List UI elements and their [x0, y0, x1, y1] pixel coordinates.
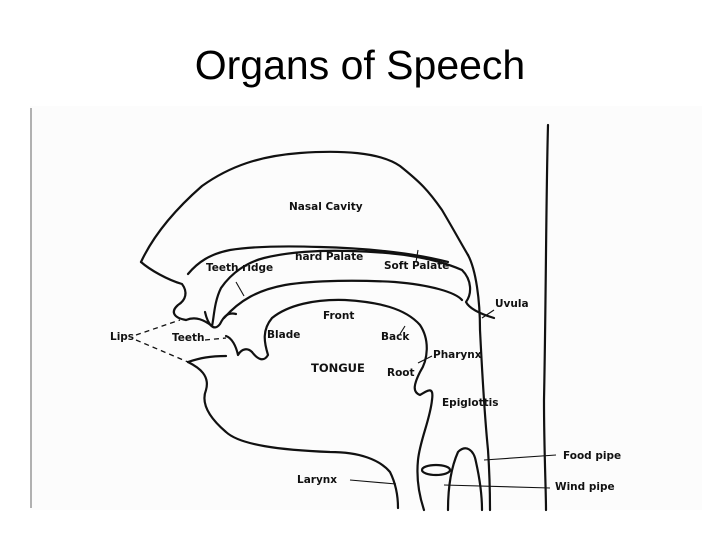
- label-wind-pipe: Wind pipe: [555, 481, 615, 493]
- label-blade: Blade: [267, 329, 300, 341]
- label-back: Back: [381, 331, 410, 343]
- lips-line-upper: [135, 319, 181, 336]
- soft-palate-arrow: [415, 249, 419, 263]
- back-arrow: [399, 325, 406, 335]
- spine-line: [542, 123, 550, 512]
- nasal-cavity-outline: [139, 150, 470, 264]
- pharynx-back-wall: [466, 253, 492, 512]
- lip-lower: [186, 354, 228, 364]
- label-larynx: Larynx: [297, 474, 337, 486]
- label-food-pipe: Food pipe: [563, 450, 621, 462]
- vocal-ring: [420, 463, 452, 477]
- label-teeth-ridge: Teeth ridge: [206, 262, 273, 274]
- label-root: Root: [387, 367, 415, 379]
- nasal-floor: [186, 245, 450, 276]
- label-pharynx: Pharynx: [433, 349, 482, 361]
- food-pipe-pointer: [483, 454, 557, 461]
- uvula-arrow: [481, 309, 495, 319]
- wind-pipe-pointer: [443, 484, 551, 489]
- pharynx-arrow: [417, 355, 433, 364]
- jaw-outline: [186, 360, 400, 510]
- label-nasal-cavity: Nasal Cavity: [289, 201, 363, 213]
- food-pipe-loop: [446, 447, 484, 512]
- scan-background: [30, 106, 702, 510]
- label-teeth: Teeth: [172, 332, 205, 344]
- label-soft-palate: Soft Palate: [384, 260, 449, 272]
- palate-underside: [222, 279, 464, 320]
- teeth-ridge-arrow: [235, 281, 245, 297]
- label-front: Front: [323, 310, 354, 322]
- palate-outline: [184, 249, 496, 328]
- nose-outline: [139, 260, 188, 322]
- throat-front-wall: [416, 398, 434, 512]
- label-lips: Lips: [110, 331, 134, 343]
- label-epiglottis: Epiglottis: [442, 397, 499, 409]
- lips-line-lower: [135, 339, 189, 363]
- larynx-pointer: [349, 479, 397, 485]
- teeth-line: [204, 337, 227, 341]
- label-uvula: Uvula: [495, 298, 529, 310]
- label-tongue: TONGUE: [311, 361, 365, 375]
- lower-teeth: [224, 334, 254, 357]
- tongue-outline: [250, 298, 434, 402]
- upper-teeth: [203, 310, 238, 329]
- slide-title: Organs of Speech: [194, 42, 526, 88]
- label-hard-palate: hard Palate: [295, 251, 363, 263]
